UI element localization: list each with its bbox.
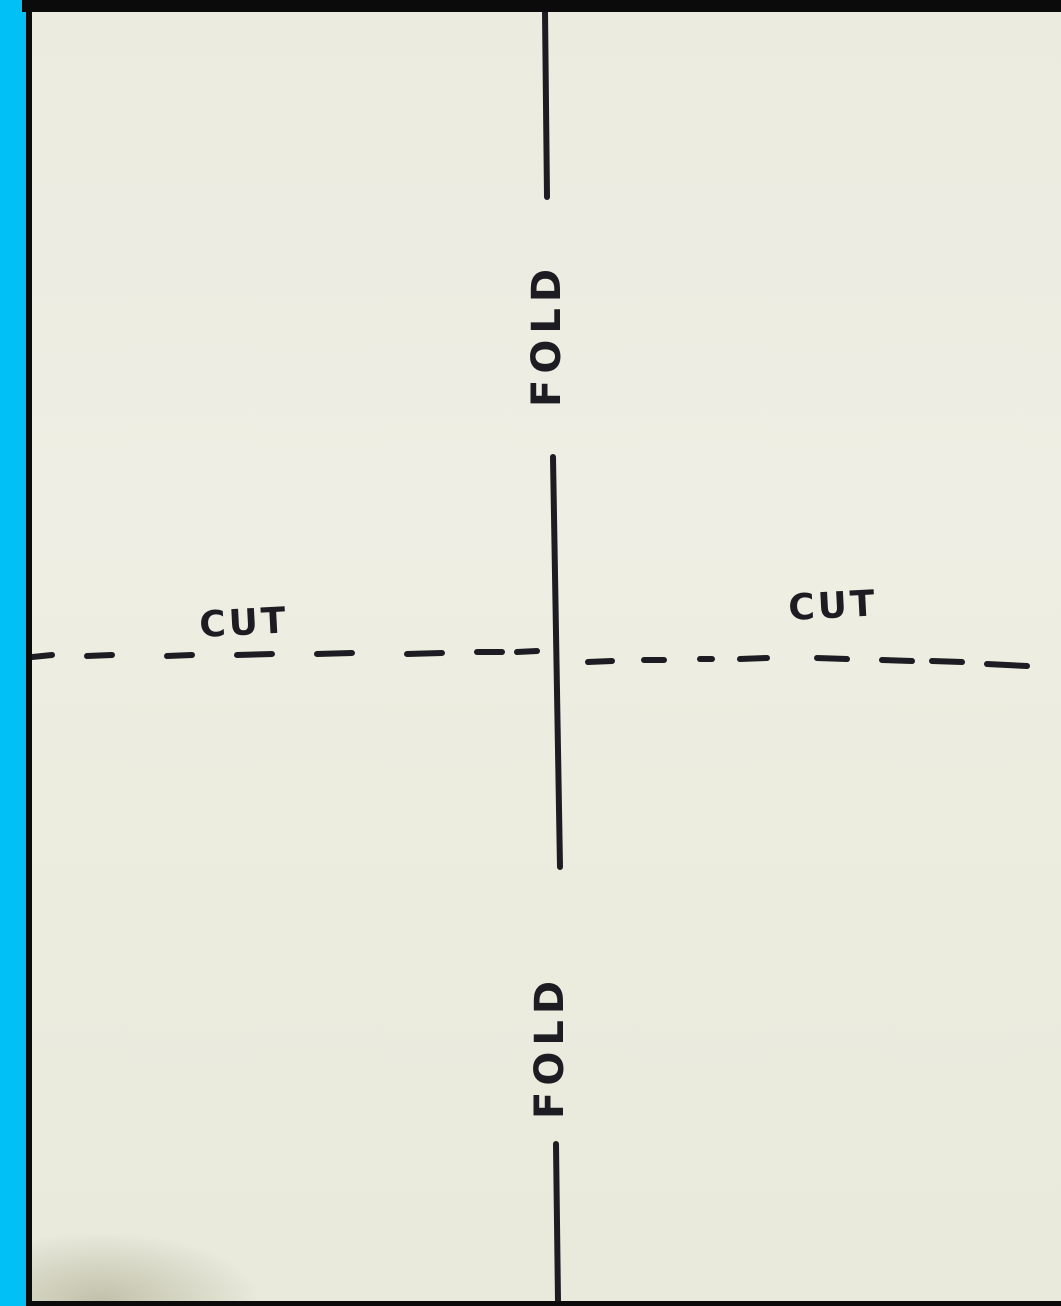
fold-line-middle: [553, 457, 560, 867]
cut-label-left: CUT: [198, 600, 289, 646]
paper-sheet: FOLD FOLD CUT CUT: [32, 12, 1061, 1301]
cut-label-right: CUT: [787, 583, 878, 629]
cut-line-left: [32, 651, 537, 657]
cut-line-right: [588, 658, 1027, 666]
fold-line-bottom: [556, 1144, 558, 1301]
fold-label-bottom: FOLD: [527, 975, 573, 1119]
fold-line-top: [545, 12, 547, 197]
paper-border: FOLD FOLD CUT CUT: [26, 8, 1061, 1306]
pen-marks: FOLD FOLD CUT CUT: [32, 12, 1061, 1301]
fold-label-top: FOLD: [524, 263, 570, 407]
